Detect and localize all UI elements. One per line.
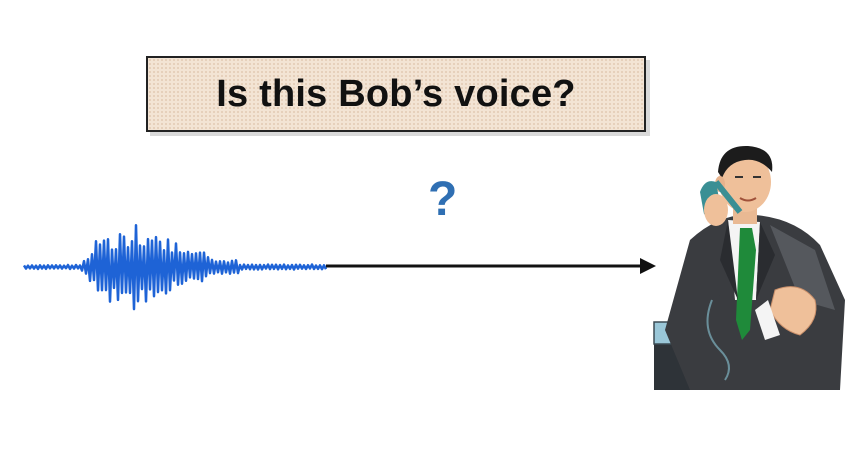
sound-waveform-icon bbox=[22, 223, 328, 311]
man-on-telephone-icon bbox=[653, 145, 845, 390]
title-box: Is this Bob’s voice? bbox=[146, 56, 646, 132]
title-text: Is this Bob’s voice? bbox=[216, 72, 576, 115]
question-mark: ? bbox=[428, 173, 458, 226]
arrow-to-listener bbox=[326, 258, 656, 274]
